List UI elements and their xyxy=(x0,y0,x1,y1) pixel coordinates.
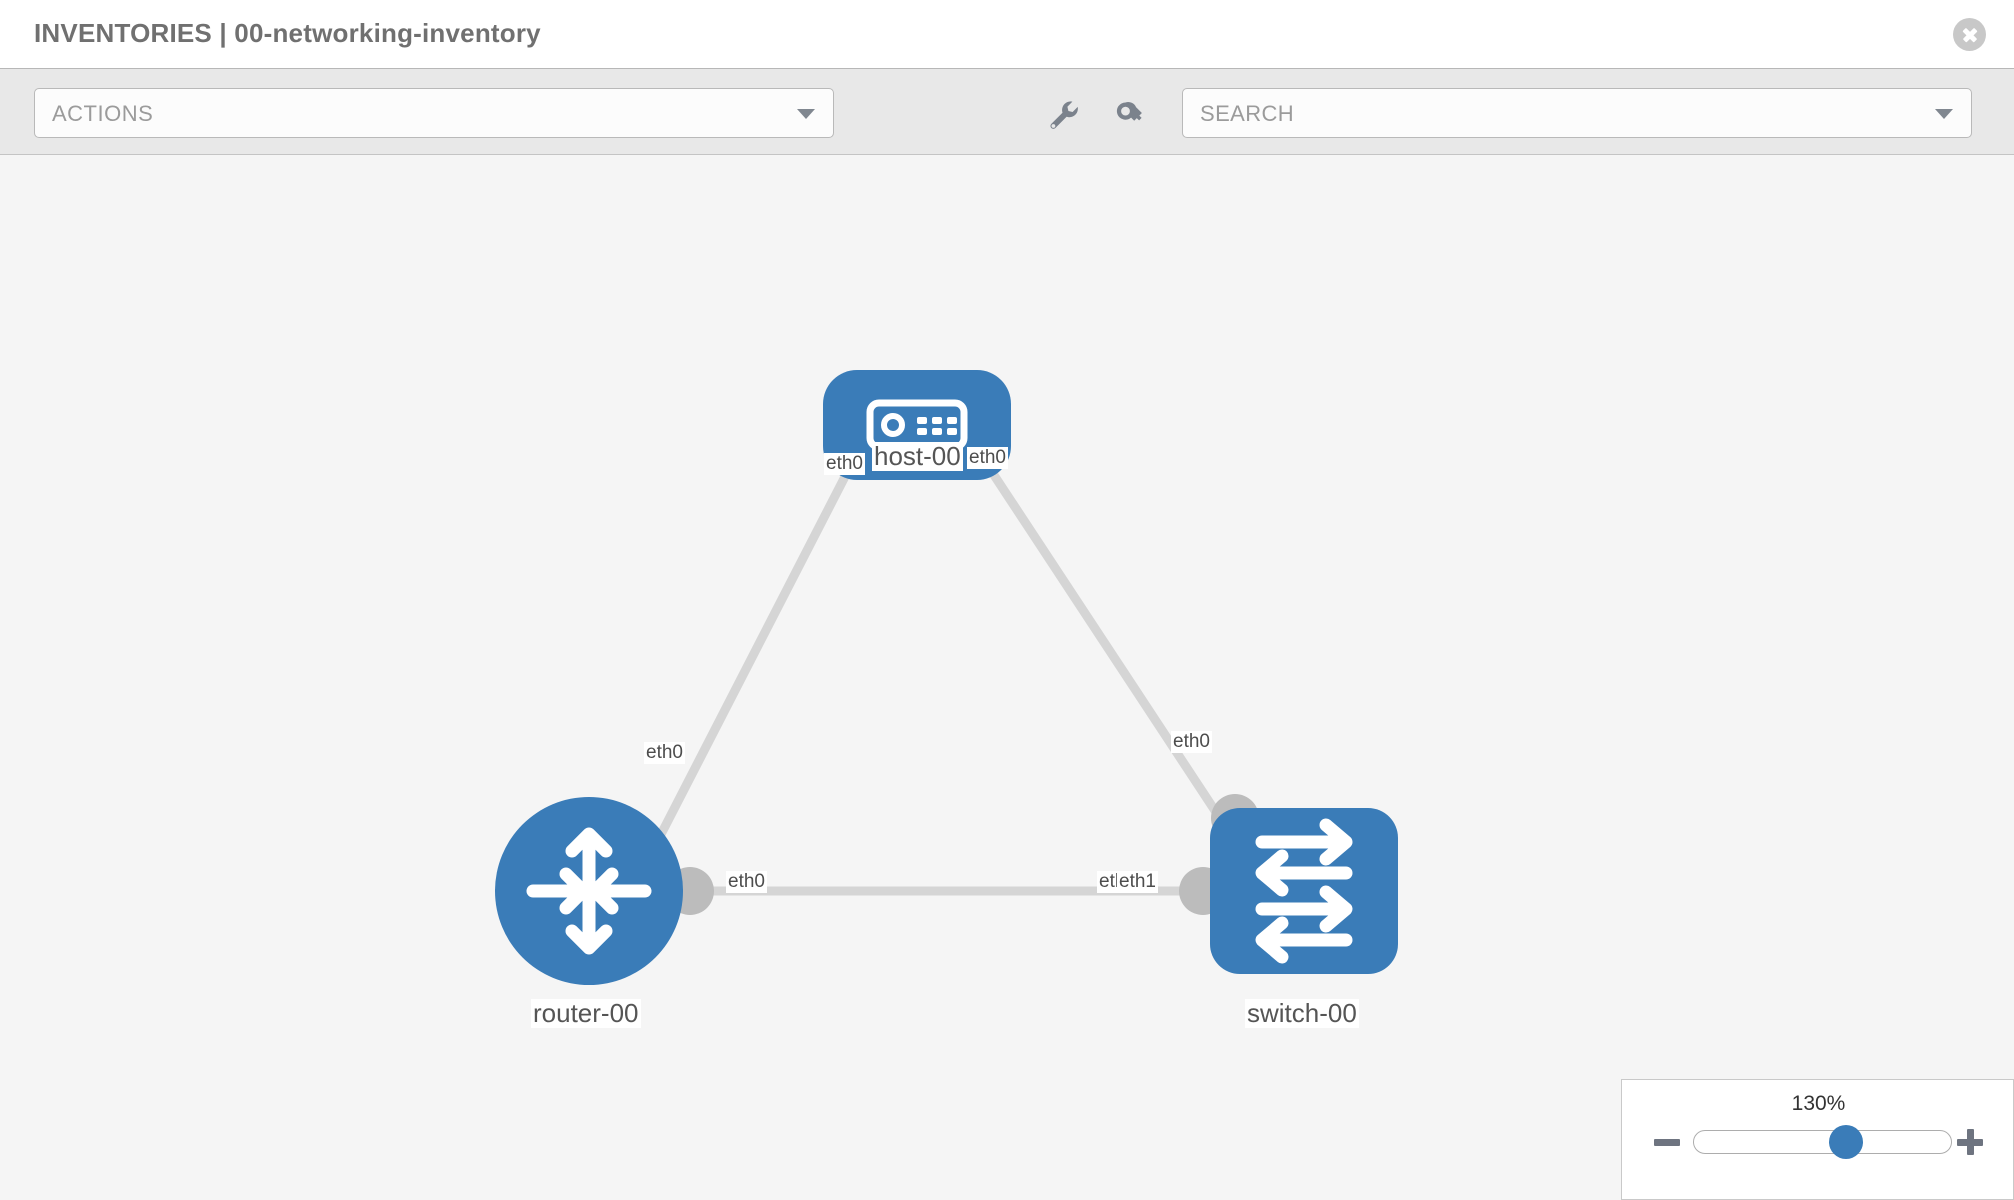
link-host00-router00[interactable] xyxy=(650,425,875,849)
iface-label-host00-to-router00: eth0 xyxy=(824,453,865,475)
zoom-out-button[interactable] xyxy=(1654,1129,1680,1155)
iface-label-switch00-eth1: eth1 xyxy=(1117,871,1158,893)
zoom-slider[interactable] xyxy=(1693,1125,1952,1159)
iface-label-host00-to-switch00: eth0 xyxy=(967,447,1008,469)
close-icon[interactable] xyxy=(1953,18,1986,51)
node-router-00[interactable] xyxy=(495,797,683,985)
topology-links xyxy=(650,425,1237,896)
iface-label-router00-to-switch00: eth0 xyxy=(726,871,767,893)
switch-arrows-icon xyxy=(1255,818,1353,964)
node-switch-00[interactable] xyxy=(1210,808,1398,974)
topology-canvas[interactable]: host-00 router-00 switch-00 eth0 eth0 et… xyxy=(0,156,2014,1200)
zoom-control-panel: 130% xyxy=(1621,1079,2014,1200)
actions-dropdown-label: ACTIONS xyxy=(52,101,154,126)
actions-dropdown[interactable]: ACTIONS xyxy=(34,88,834,138)
topology-graph xyxy=(495,370,1398,985)
node-label-host-00: host-00 xyxy=(872,441,963,472)
zoom-level-value: 130% xyxy=(1791,1092,1846,1115)
search-placeholder: SEARCH xyxy=(1200,101,1295,126)
link-host00-switch00[interactable] xyxy=(959,425,1237,841)
key-icon[interactable] xyxy=(1110,94,1150,134)
search-chevron-down-icon[interactable] xyxy=(1935,109,1953,119)
page-header: INVENTORIES | 00-networking-inventory xyxy=(0,0,2014,69)
zoom-in-button[interactable] xyxy=(1957,1129,1983,1155)
router-arrows-icon xyxy=(526,827,652,955)
toolbar: ACTIONS SEARCH xyxy=(0,69,2014,155)
iface-label-switch00-to-host00: eth0 xyxy=(1171,731,1212,753)
wrench-icon[interactable] xyxy=(1042,94,1082,134)
zoom-slider-thumb[interactable] xyxy=(1829,1125,1863,1159)
node-host-00[interactable] xyxy=(823,370,1011,480)
chevron-down-icon xyxy=(797,109,815,119)
page-title: INVENTORIES | 00-networking-inventory xyxy=(34,18,541,48)
node-label-switch-00: switch-00 xyxy=(1245,998,1359,1029)
search-input[interactable]: SEARCH xyxy=(1182,88,1972,138)
node-label-router-00: router-00 xyxy=(531,998,641,1029)
iface-label-router00-to-host00: eth0 xyxy=(644,742,685,764)
